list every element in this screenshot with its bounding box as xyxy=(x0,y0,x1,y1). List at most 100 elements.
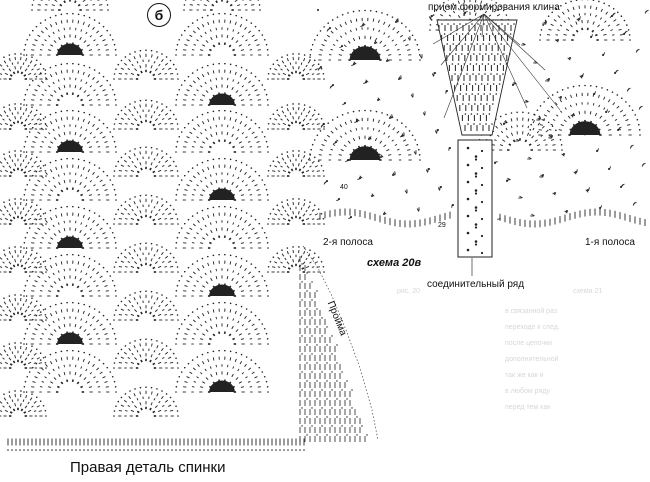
stitch-mark xyxy=(164,255,169,259)
stitch-mark xyxy=(133,56,136,60)
stitch-mark xyxy=(192,30,196,34)
chain-dot xyxy=(267,247,269,249)
stitch-mark xyxy=(134,213,138,217)
chain-dot xyxy=(39,22,42,24)
chain-dot xyxy=(25,104,28,106)
stitch-mark xyxy=(125,314,128,316)
chain-dot xyxy=(272,208,275,210)
mesh-dot xyxy=(301,335,303,337)
stitch-mark xyxy=(499,122,503,126)
stitch-mark xyxy=(234,0,238,3)
chain-dot xyxy=(39,72,42,74)
foundation-dot xyxy=(111,449,113,451)
chain-dot xyxy=(180,227,183,229)
chain-dot xyxy=(276,156,279,159)
joining-dot xyxy=(480,200,484,204)
stitch-mark xyxy=(29,349,33,353)
chain-dot xyxy=(139,290,142,293)
stitch-mark xyxy=(0,170,3,172)
stitch-mark xyxy=(76,189,80,193)
chain-dot xyxy=(72,301,74,304)
chain-dot xyxy=(42,164,45,167)
stitch-mark xyxy=(58,133,61,138)
stitch-mark xyxy=(398,76,402,80)
chain-dot xyxy=(322,72,325,75)
stitch-mark xyxy=(240,146,245,148)
joining-dot xyxy=(474,206,478,209)
stitch-mark xyxy=(66,92,69,96)
chain-dot xyxy=(490,0,493,1)
chain-dot xyxy=(375,110,378,113)
chain-dot xyxy=(212,63,215,66)
stitch-mark xyxy=(383,32,386,35)
stitch-mark xyxy=(209,318,212,321)
chain-dot xyxy=(120,109,123,112)
stitch-mark xyxy=(205,137,209,140)
stitch-mark xyxy=(169,122,174,125)
stitch-mark xyxy=(207,310,210,315)
chain-dot xyxy=(505,14,508,16)
stitch-mark xyxy=(152,73,156,77)
chain-dot xyxy=(551,11,553,14)
stitch-mark xyxy=(34,280,38,283)
chain-dot xyxy=(405,126,407,128)
chain-dot xyxy=(72,109,74,112)
stitch-mark xyxy=(128,300,131,304)
stitch-mark xyxy=(575,29,579,33)
stitch-mark xyxy=(25,251,28,255)
stitch-mark xyxy=(157,361,162,364)
chain-dot xyxy=(551,94,554,96)
stitch-mark xyxy=(212,70,215,74)
stitch-mark xyxy=(474,6,477,9)
chain-dot xyxy=(145,49,147,51)
stitch-mark xyxy=(139,343,141,347)
stitch-mark xyxy=(164,351,169,355)
stitch-mark xyxy=(63,275,66,280)
stitch-mark xyxy=(229,309,232,313)
stitch-mark xyxy=(231,277,234,282)
stitch-mark xyxy=(49,312,53,317)
stitch-mark xyxy=(32,44,36,46)
mesh-dot xyxy=(346,416,348,418)
stitch-mark xyxy=(38,410,42,412)
chain-dot xyxy=(106,222,109,225)
chain-dot xyxy=(175,151,177,153)
mesh-dot xyxy=(301,407,303,409)
stitch-mark xyxy=(314,261,318,264)
stitch-mark xyxy=(223,331,226,335)
stitch-mark xyxy=(63,84,66,89)
mesh-dot xyxy=(306,308,308,310)
chain-dot xyxy=(77,13,80,16)
stitch-mark xyxy=(130,313,135,316)
chain-dot xyxy=(109,131,112,133)
stitch-mark xyxy=(311,113,315,117)
wedge-dot xyxy=(488,113,491,115)
stitch-mark xyxy=(53,185,57,188)
chain-dot xyxy=(313,156,316,159)
chain-dot xyxy=(31,297,33,299)
chain-dot xyxy=(240,305,243,308)
stitch-mark xyxy=(134,405,138,409)
stitch-mark xyxy=(578,111,581,115)
stitch-dot xyxy=(602,54,604,56)
chain-dot xyxy=(31,4,34,6)
foundation-dot xyxy=(167,449,169,451)
stitch-mark xyxy=(20,403,22,407)
chain-dot xyxy=(114,338,117,340)
stitch-mark xyxy=(305,257,308,261)
stitch-mark xyxy=(79,86,82,91)
chain-dot xyxy=(266,146,269,148)
stitch-mark xyxy=(92,363,95,367)
chain-dot xyxy=(39,215,42,217)
chain-dot xyxy=(206,14,209,17)
stitch-mark xyxy=(599,17,603,20)
stitch-mark xyxy=(102,39,106,42)
chain-dot xyxy=(556,91,559,93)
chain-dot xyxy=(98,22,101,24)
chain-dot xyxy=(272,113,275,115)
stitch-mark xyxy=(149,70,152,74)
stitch-mark xyxy=(534,139,538,142)
stitch-mark xyxy=(284,257,287,261)
stitch-mark xyxy=(251,131,255,135)
stitch-mark xyxy=(196,376,199,379)
